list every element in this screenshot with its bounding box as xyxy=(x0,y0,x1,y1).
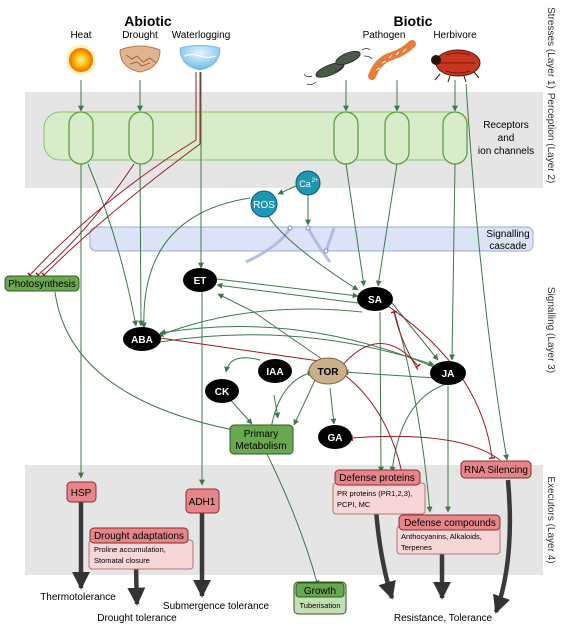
defense-proteins-detail-1: PR proteins (PR1,2,3), xyxy=(337,489,412,498)
heat-label: Heat xyxy=(70,30,91,41)
drought-detail-1: Proline accumulation, xyxy=(94,545,166,554)
et-label: ET xyxy=(194,276,207,287)
sa-node xyxy=(357,287,393,311)
layer3-label: Signalling (Layer 3) xyxy=(545,287,556,373)
growth-label: Growth xyxy=(304,586,336,597)
signalling-cascade xyxy=(89,226,534,252)
hsp-label: HSP xyxy=(71,488,92,499)
ros-label: ROS xyxy=(253,200,275,211)
submergence-tolerance-label: Submergence tolerance xyxy=(163,601,270,612)
rna-silencing-box xyxy=(460,460,532,479)
cascade-label-2: cascade xyxy=(489,241,527,252)
iaa-label: IAA xyxy=(266,367,283,378)
calcium-node xyxy=(295,170,321,196)
tor-label: TOR xyxy=(318,367,340,378)
ck-label: CK xyxy=(215,387,230,398)
defense-proteins-box xyxy=(334,469,421,486)
calcium-label: Ca xyxy=(299,179,311,189)
drought-adaptations-box xyxy=(89,527,189,544)
ros-node xyxy=(250,190,278,218)
ja-node xyxy=(430,361,466,385)
defense-compounds-detail-2: Terpenes xyxy=(401,543,432,552)
resistance-tolerance-label: Resistance, Tolerance xyxy=(394,613,493,624)
defense-compounds-label: Defense compounds xyxy=(404,518,496,529)
layer1-label: Stresses (Layer 1) xyxy=(545,7,556,89)
growth-box xyxy=(295,582,345,598)
drought-tolerance-label: Drought tolerance xyxy=(97,613,177,624)
hsp-box xyxy=(66,481,97,503)
ja-label: JA xyxy=(442,369,455,380)
primary-metabolism-label-2: Metabolism xyxy=(235,441,286,452)
thermotolerance-label: Thermotolerance xyxy=(40,592,116,603)
abiotic-title: Abiotic xyxy=(124,13,172,29)
red-arrows xyxy=(27,72,501,514)
photosynthesis-box xyxy=(4,275,80,292)
ck-node xyxy=(205,379,239,403)
aba-node xyxy=(123,327,161,351)
pathogen-label: Pathogen xyxy=(363,30,406,41)
receptors-label-1: Receptors xyxy=(483,120,529,131)
aba-label: ABA xyxy=(131,335,153,346)
sun-icon xyxy=(66,45,96,75)
iaa-node xyxy=(258,359,292,383)
primary-metabolism-label-1: Primary xyxy=(244,429,278,440)
photosynthesis-label: Photosynthesis xyxy=(8,279,76,290)
primary-metabolism-box xyxy=(229,424,294,455)
layer4-label: Executors (Layer 4) xyxy=(545,476,556,563)
receptors-label-3: ion channels xyxy=(478,146,534,157)
defense-compounds-detail-1: Anthocyanins, Alkaloids, xyxy=(401,532,482,541)
defense-compounds-box xyxy=(398,514,501,531)
tor-node xyxy=(308,357,348,385)
herbivore-label: Herbivore xyxy=(433,30,477,41)
drought-adaptations-label: Drought adaptations xyxy=(94,531,184,542)
biotic-title: Biotic xyxy=(394,13,433,29)
defense-proteins-label: Defense proteins xyxy=(339,473,415,484)
defense-proteins-detail-2: PCPI, MC xyxy=(337,500,371,509)
receptor-channels xyxy=(68,111,468,165)
green-arrows xyxy=(54,72,510,587)
layer2-label: Perception (Layer 2) xyxy=(545,93,556,184)
cracked-soil-icon xyxy=(119,45,161,73)
ga-label: GA xyxy=(328,433,343,444)
cascade-lines xyxy=(245,225,336,264)
adh1-box xyxy=(185,488,220,514)
outcome-arrows xyxy=(72,479,513,614)
waterlogging-label: Waterlogging xyxy=(172,30,231,41)
sa-label: SA xyxy=(368,295,382,306)
et-node xyxy=(183,268,217,292)
adh1-label: ADH1 xyxy=(189,497,216,508)
rna-silencing-label: RNA Silencing xyxy=(464,465,528,476)
water-icon xyxy=(179,45,221,71)
drought-label: Drought xyxy=(122,30,158,41)
receptors-label-2: and xyxy=(498,133,515,144)
tuberisation-label: Tuberisation xyxy=(300,601,341,610)
ga-node xyxy=(318,425,352,449)
worm-icon xyxy=(368,40,416,80)
beetle-icon xyxy=(431,49,481,83)
defense-proteins-detail-box xyxy=(332,482,426,515)
bacteria-icon xyxy=(303,48,373,86)
cascade-label-1: Signalling xyxy=(486,229,529,240)
drought-detail-2: Stomatal closure xyxy=(94,556,150,565)
calcium-charge: 2+ xyxy=(312,178,319,184)
